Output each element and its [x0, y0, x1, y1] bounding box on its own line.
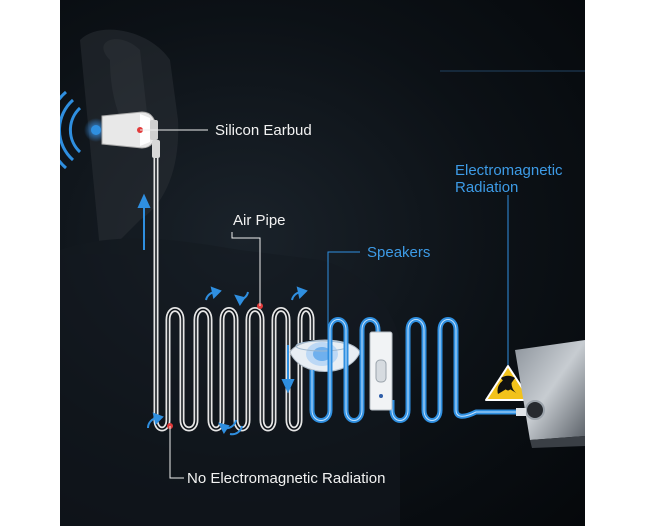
inline-control-icon: [369, 331, 393, 411]
light-streak: [440, 70, 585, 72]
radiation-hazard-icon: [485, 365, 531, 401]
earbud-icon: [101, 111, 160, 158]
phone-icon: [515, 340, 585, 448]
label-speakers: Speakers: [367, 244, 431, 261]
air-pipe-inner: [155, 158, 313, 430]
flow-arrows: [137, 193, 308, 436]
label-electromagnetic-radiation: Electromagnetic Radiation: [455, 162, 563, 196]
label-silicon-earbud: Silicon Earbud: [215, 122, 312, 139]
label-no-electromagnetic-radiation: No Electromagnetic Radiation: [187, 470, 386, 487]
diagram-canvas: [60, 29, 585, 526]
wire-highlight: [311, 319, 520, 421]
label-air-pipe: Air Pipe: [233, 212, 286, 229]
speaker-leader: [327, 251, 360, 353]
leader-lines: [169, 232, 261, 479]
person-silhouette: [60, 29, 400, 526]
diagram-panel: Silicon Earbud Air Pipe Speakers Electro…: [60, 0, 585, 526]
